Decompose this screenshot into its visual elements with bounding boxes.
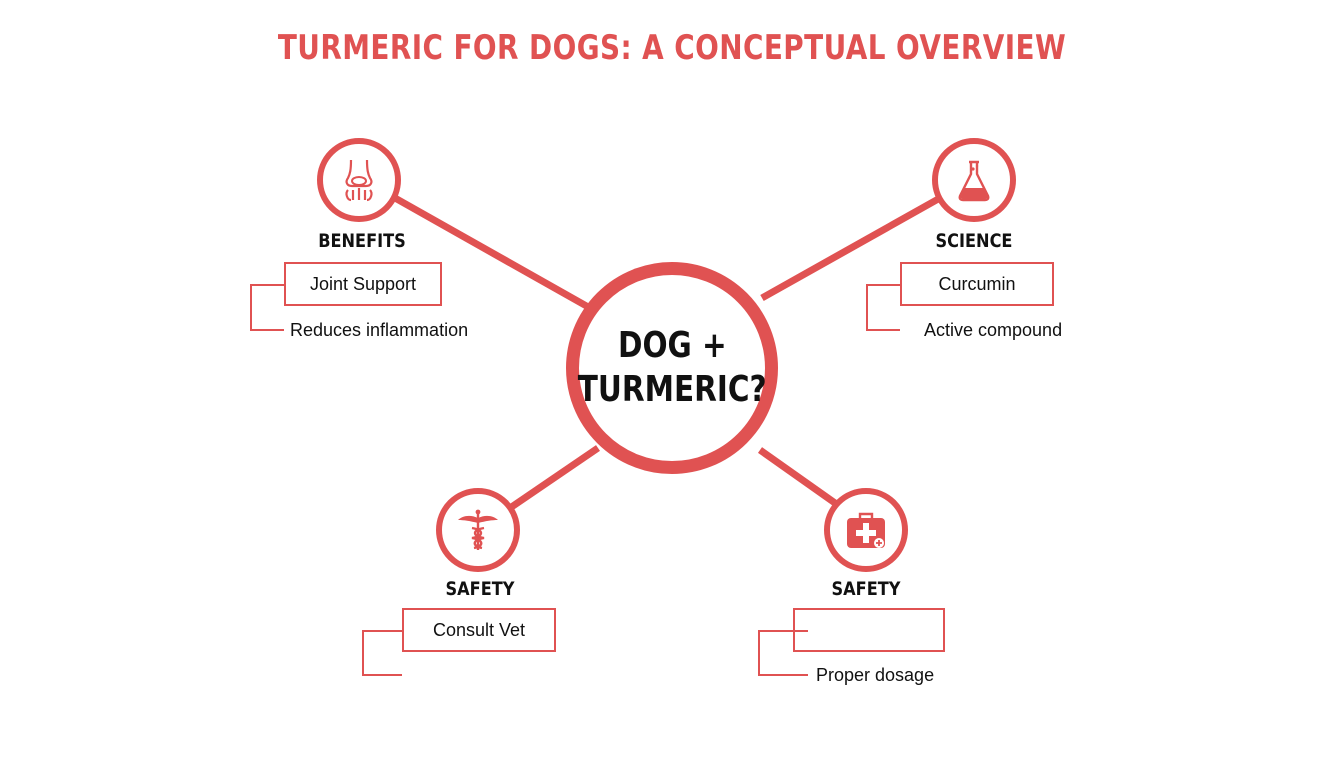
connector-safety-right — [757, 447, 838, 506]
caduceus-icon — [458, 509, 498, 550]
science-node — [932, 138, 1016, 222]
safety-left-node — [436, 488, 520, 572]
science-bracket — [866, 284, 900, 331]
benefits-bracket — [250, 284, 284, 331]
connector-benefits — [393, 194, 592, 312]
science-label: SCIENCE — [935, 230, 1013, 252]
diagram-title: TURMERIC FOR DOGS: A CONCEPTUAL OVERVIEW — [277, 28, 1067, 68]
safety-right-bracket — [758, 630, 808, 676]
first-aid-kit-icon — [847, 512, 885, 548]
connector-safety-left — [508, 445, 600, 511]
science-note: Active compound — [924, 320, 1063, 340]
benefits-node — [317, 138, 401, 222]
benefits-note: Reduces inflammation — [290, 320, 469, 340]
safety-right-box — [793, 608, 945, 652]
safety-left-label: SAFETY — [445, 578, 515, 600]
safety-right-note: Proper dosage — [816, 665, 935, 685]
joint-icon — [345, 159, 373, 202]
science-box: Curcumin — [900, 262, 1054, 306]
safety-right-label: SAFETY — [831, 578, 901, 600]
hub-line-1: DOG + — [617, 325, 727, 366]
benefits-label: BENEFITS — [318, 230, 406, 252]
central-hub: DOG + TURMERIC? — [566, 262, 778, 474]
connector-science — [760, 194, 942, 302]
safety-left-box: Consult Vet — [402, 608, 556, 652]
safety-right-node — [824, 488, 908, 572]
hub-line-2: TURMERIC? — [577, 369, 767, 410]
safety-left-bracket — [362, 630, 402, 676]
flask-icon — [958, 160, 990, 202]
benefits-box: Joint Support — [284, 262, 442, 306]
